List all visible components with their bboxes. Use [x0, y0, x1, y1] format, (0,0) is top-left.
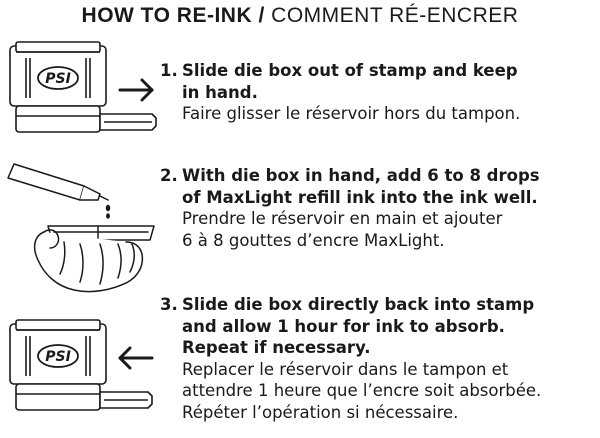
step-3-french-line-1: Replacer le réservoir dans le tampon et [182, 359, 509, 379]
page-title: HOW TO RE-INK / COMMENT RÉ-ENCRER [0, 4, 600, 28]
step-number: 3. [160, 295, 178, 314]
arrow-right-icon [118, 78, 154, 102]
step-number: 1. [160, 61, 178, 80]
step-3-illustration: PSI [9, 319, 154, 411]
step-3-english-line-2: and allow 1 hour for ink to absorb. [182, 316, 505, 336]
step-3-french-line-3: Répéter l’opération si nécessaire. [182, 402, 459, 422]
step-3-english-line-3: Repeat if necessary. [182, 338, 371, 357]
step-number: 2. [160, 166, 178, 185]
title-french: COMMENT RÉ-ENCRER [271, 4, 519, 27]
step-2-english-line-1: 2.With die box in hand, add 6 to 8 drops [160, 166, 540, 185]
step-2-french-line-2: 6 à 8 gouttes d’encre MaxLight. [182, 230, 445, 250]
title-english: HOW TO RE-INK [81, 4, 253, 27]
step-2-french-line-1: Prendre le réservoir en main et ajouter [182, 209, 503, 228]
step-3: 3.Slide die box directly back into stamp… [160, 294, 596, 423]
step-3-french-line-2: attendre 1 heure que l’encre soit absorb… [182, 381, 542, 400]
step-1-illustration: PSI [9, 41, 157, 133]
step-2: 2.With die box in hand, add 6 to 8 drops… [160, 165, 596, 251]
arrow-left-icon [118, 346, 154, 370]
logo-text: PSI [45, 71, 71, 87]
psi-logo: PSI [37, 66, 79, 90]
step-1-english-line-2: in hand. [182, 82, 258, 102]
step-2-english-line-2: of MaxLight refill ink into the ink well… [182, 187, 538, 207]
step-1: 1.Slide die box out of stamp and keep in… [160, 60, 596, 125]
step-3-english-line-1: 3.Slide die box directly back into stamp [160, 295, 535, 314]
psi-logo: PSI [37, 344, 79, 368]
step-2-illustration [7, 163, 155, 293]
step-1-english-line-1: 1.Slide die box out of stamp and keep [160, 61, 518, 80]
step-1-french-line-1: Faire glisser le réservoir hors du tampo… [182, 104, 521, 123]
logo-text: PSI [45, 349, 71, 365]
title-separator: / [252, 4, 272, 27]
